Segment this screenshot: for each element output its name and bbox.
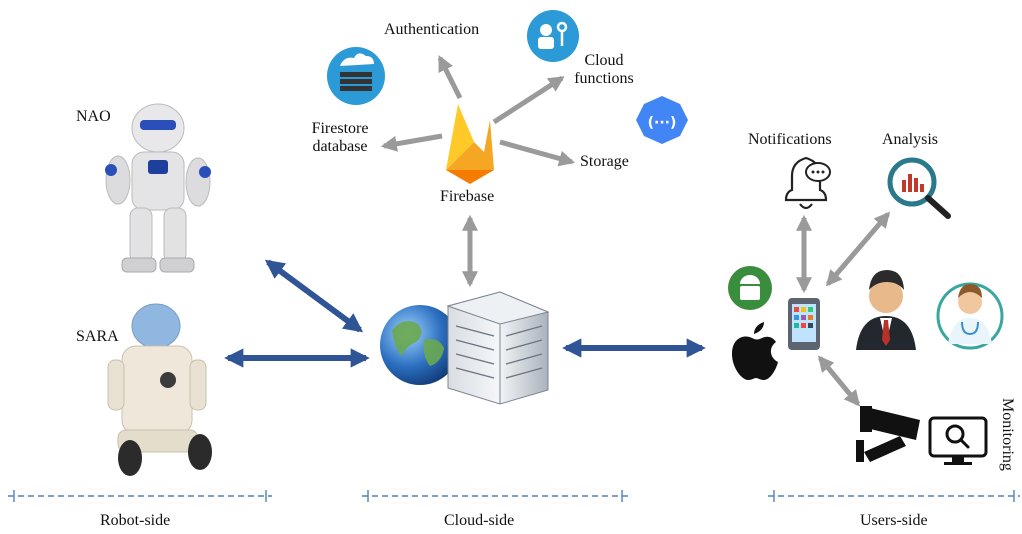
notifications-label: Notifications [748, 131, 832, 148]
users-side-divider [768, 490, 1020, 502]
monitoring-label: Monitoring [999, 398, 1016, 471]
firestore-database-icon [327, 47, 385, 105]
cloud-side-divider [362, 490, 628, 502]
doctor-icon [936, 282, 1004, 350]
sara-robot-image [107, 303, 212, 476]
cloud-side-label: Cloud-side [444, 512, 515, 529]
smartphone-icon [788, 298, 820, 350]
monitor-search-icon [928, 416, 988, 465]
firestore-label-line1: Firestore [311, 120, 369, 137]
cloud-functions-label-line1: Cloud [584, 52, 624, 69]
user-person-icon [856, 270, 916, 350]
robot-side-divider [8, 490, 272, 502]
authentication-label: Authentication [384, 21, 480, 38]
cloud-functions-label-line2: functions [574, 70, 634, 87]
firebase-firestore-arrow [380, 133, 443, 152]
firebase-icon [446, 104, 494, 184]
security-camera-icon [856, 406, 920, 462]
firestore-database-label: Firestore database [300, 120, 380, 156]
phone-analysis-arrow [825, 211, 891, 287]
authentication-icon [527, 10, 579, 62]
users-side-label: Users-side [860, 512, 928, 529]
firebase-storage-arrow [499, 139, 576, 167]
android-icon [728, 266, 772, 310]
cloud-functions-label: Cloud functions [566, 52, 642, 88]
notification-bell-icon [784, 156, 831, 210]
svg-text:(···): (···) [648, 115, 677, 131]
phone-monitoring-arrow [817, 355, 861, 407]
analysis-label: Analysis [882, 131, 938, 148]
cloud-functions-icon: (···) [636, 96, 688, 144]
nao-robot-image [105, 103, 211, 273]
storage-label: Storage [580, 153, 629, 170]
nao-label: NAO [76, 108, 111, 125]
firebase-label: Firebase [440, 188, 495, 205]
globe-icon [380, 305, 460, 385]
analysis-magnifier-icon [887, 157, 951, 219]
sara-label: SARA [76, 328, 119, 345]
nao-cloud-arrow [264, 259, 364, 333]
firebase-authentication-arrow [437, 55, 463, 100]
server-rack-icon [446, 291, 550, 405]
apple-icon [732, 322, 778, 380]
robot-side-label: Robot-side [100, 512, 171, 529]
firebase-functions-arrow [492, 75, 565, 125]
firestore-label-line2: database [312, 138, 368, 155]
